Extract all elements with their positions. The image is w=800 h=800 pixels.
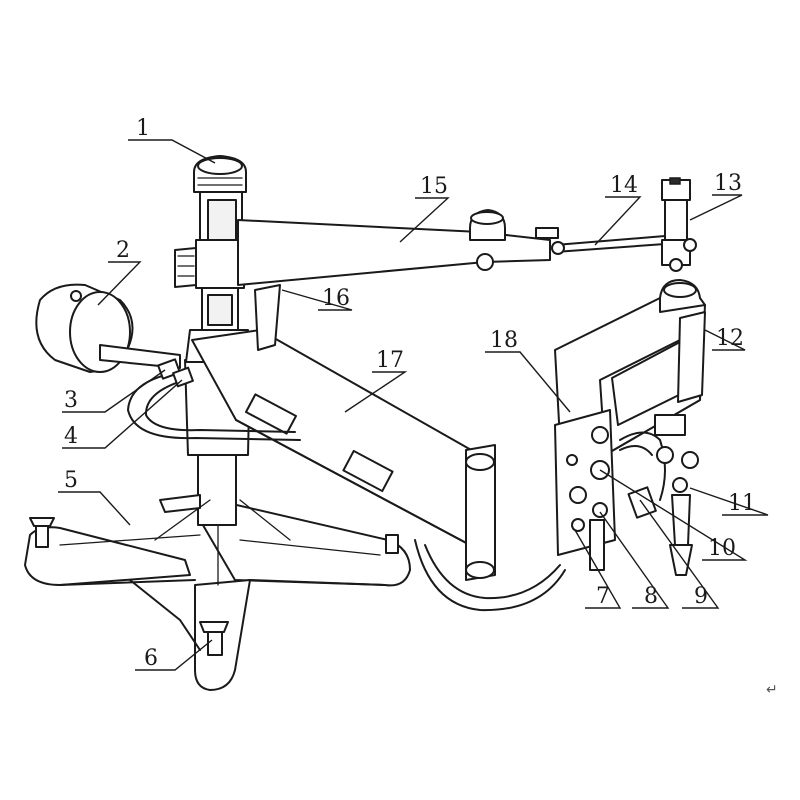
callout-14: 14: [610, 173, 638, 198]
counterweight: [35, 283, 181, 373]
callout-4: 4: [64, 424, 78, 449]
support-bracket: [254, 284, 281, 351]
callout-6: 6: [144, 646, 158, 671]
callout-13: 13: [714, 171, 742, 196]
callout-11: 11: [728, 491, 756, 516]
torch-assembly: [619, 414, 699, 576]
control-panel: [554, 409, 616, 571]
callout-numbers: 1 2 3 4 5 6 7 8 9 10 11 12 13 14 15 16 1…: [64, 116, 756, 671]
return-mark: ↵: [766, 682, 778, 698]
callout-12: 12: [716, 326, 744, 351]
height-adjust-spindle: [174, 155, 247, 331]
callout-15: 15: [420, 174, 448, 199]
torch-holder: [661, 177, 697, 272]
callout-8: 8: [644, 584, 658, 609]
upper-beam: [237, 209, 666, 286]
callout-10: 10: [708, 536, 736, 561]
callout-2: 2: [116, 238, 130, 263]
callout-17: 17: [376, 348, 404, 373]
main-arm: [191, 329, 496, 581]
callout-3: 3: [64, 388, 78, 413]
callout-5: 5: [64, 468, 78, 493]
callout-16: 16: [322, 286, 350, 311]
callout-9: 9: [694, 584, 708, 609]
leader-lines: [58, 139, 769, 671]
callout-1: 1: [136, 116, 150, 141]
callout-7: 7: [596, 584, 610, 609]
callout-18: 18: [490, 328, 518, 353]
